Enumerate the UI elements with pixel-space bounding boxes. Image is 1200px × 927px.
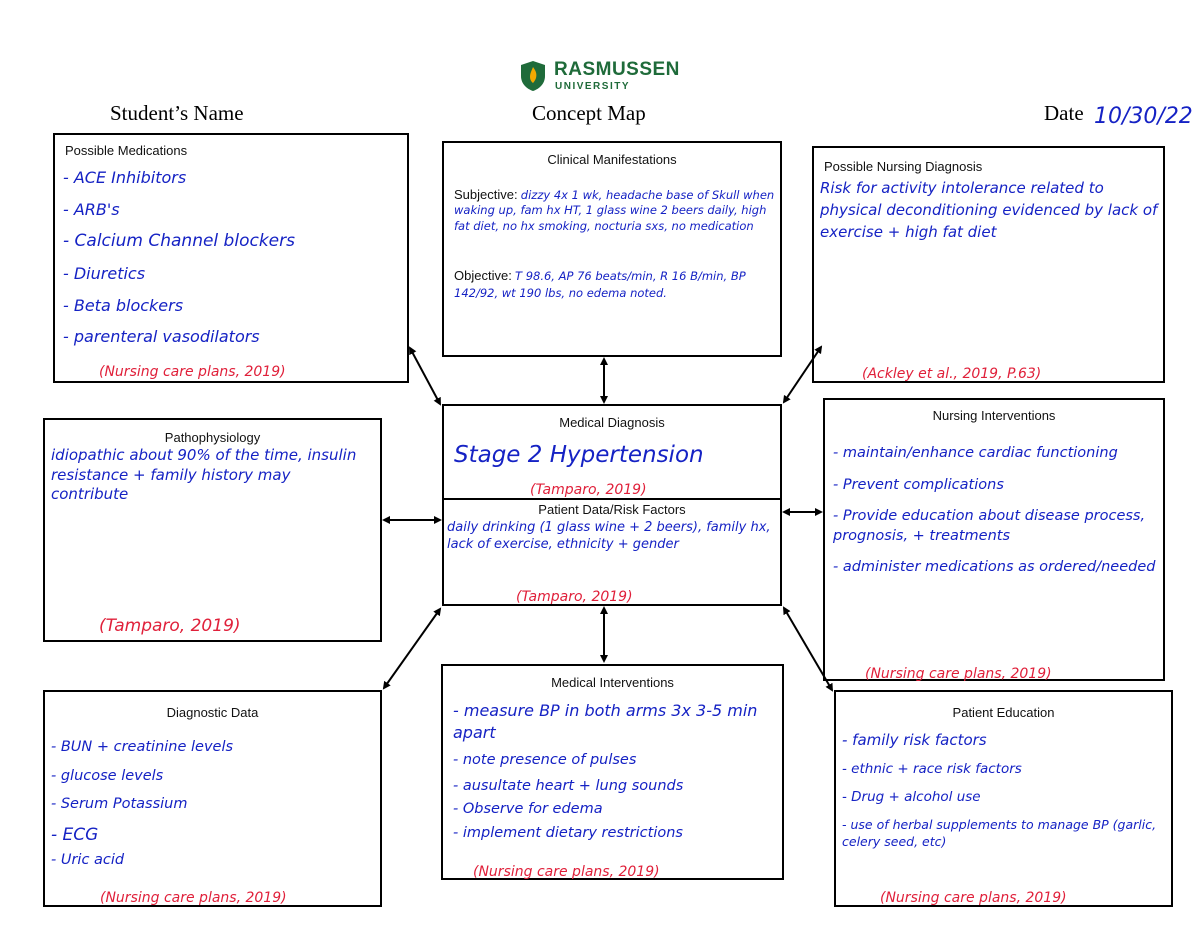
- list-item: - Calcium Channel blockers: [63, 231, 295, 252]
- diagnostic-data-box: Diagnostic Data - BUN + creatinine level…: [43, 690, 382, 907]
- medications-citation: (Nursing care plans, 2019): [99, 364, 286, 380]
- list-item: - ACE Inhibitors: [63, 168, 187, 187]
- list-item: - note presence of pulses: [453, 752, 637, 769]
- list-item: - administer medications as ordered/need…: [833, 559, 1156, 576]
- list-item: - ECG: [51, 824, 99, 845]
- patient-education-citation: (Nursing care plans, 2019): [880, 890, 1067, 906]
- arrow-medications-to-diagnosis: [409, 346, 441, 406]
- nursing-interventions-citation: (Nursing care plans, 2019): [865, 666, 1052, 682]
- list-item: - BUN + creatinine levels: [51, 739, 234, 755]
- objective-text: T 98.6, AP 76 beats/min, R 16 B/min, BP …: [454, 269, 746, 300]
- student-name-label: Student’s Name: [110, 101, 244, 125]
- list-item: - parenteral vasodilators: [63, 327, 260, 347]
- list-item: - Diuretics: [63, 264, 146, 284]
- list-item: - Drug + alcohol use: [842, 789, 981, 806]
- risk-factors-box: Patient Data/Risk Factors daily drinking…: [442, 498, 782, 606]
- list-item: - Beta blockers: [63, 295, 184, 315]
- diagnostic-data-list: - BUN + creatinine levels - glucose leve…: [51, 738, 233, 870]
- nursing-interventions-title: Nursing Interventions: [932, 408, 1056, 423]
- arrow-nursing-dx-to-diagnosis: [782, 345, 823, 404]
- nursing-interventions-list: - maintain/enhance cardiac functioning -…: [833, 444, 1159, 578]
- pathophysiology-text: idiopathic about 90% of the time, insuli…: [51, 446, 357, 503]
- objective-block: Objective: T 98.6, AP 76 beats/min, R 16…: [454, 267, 776, 302]
- arrow-diagnostic-to-risk: [382, 607, 442, 690]
- medical-interventions-box: Medical Interventions - measure BP in bo…: [441, 664, 784, 880]
- medical-diagnosis-value: Stage 2 Hypertension: [454, 442, 704, 468]
- subjective-text: dizzy 4x 1 wk, headache base of Skull wh…: [454, 188, 775, 233]
- subjective-label: Subjective:: [454, 187, 518, 202]
- possible-medications-box: Possible Medications - ACE Inhibitors - …: [53, 133, 409, 383]
- list-item: - Observe for edema: [453, 801, 603, 818]
- possible-nursing-diagnosis-box: Possible Nursing Diagnosis Risk for acti…: [812, 146, 1165, 383]
- list-item: - use of herbal supplements to manage BP…: [842, 816, 1157, 849]
- date-value: 10/30/22: [1094, 104, 1193, 129]
- clinical-manifestations-title: Clinical Manifestations: [547, 152, 677, 167]
- list-item: - family risk factors: [842, 731, 987, 749]
- list-item: - Serum Potassium: [51, 796, 188, 813]
- logo-subtext: UNIVERSITY: [555, 81, 631, 92]
- list-item: - Uric acid: [51, 851, 125, 868]
- medical-interventions-list: - measure BP in both arms 3x 3-5 min apa…: [453, 700, 779, 843]
- list-item: - Prevent complications: [833, 476, 1004, 493]
- risk-factors-title: Patient Data/Risk Factors: [538, 502, 686, 517]
- patient-education-list: - family risk factors - ethnic + race ri…: [842, 730, 1170, 850]
- medical-diagnosis-box: Medical Diagnosis Stage 2 Hypertension (…: [442, 404, 782, 500]
- pathophysiology-title: Pathophysiology: [164, 430, 261, 445]
- list-item: - glucose levels: [51, 767, 164, 784]
- medical-diagnosis-title: Medical Diagnosis: [559, 415, 665, 430]
- pathophysiology-citation: (Tamparo, 2019): [99, 616, 241, 636]
- list-item: - measure BP in both arms 3x 3-5 min apa…: [453, 701, 758, 742]
- risk-factors-citation: (Tamparo, 2019): [516, 589, 633, 605]
- list-item: - ARB's: [63, 199, 120, 219]
- concept-map-title: Concept Map: [532, 101, 646, 125]
- shield-logo-icon: [521, 61, 545, 91]
- pathophysiology-box: Pathophysiology idiopathic about 90% of …: [43, 418, 382, 642]
- diagnostic-data-citation: (Nursing care plans, 2019): [100, 890, 287, 906]
- possible-medications-title: Possible Medications: [65, 143, 188, 158]
- logo: RASMUSSEN UNIVERSITY: [520, 58, 690, 96]
- date-label: Date: [1044, 101, 1084, 125]
- possible-nursing-diagnosis-title: Possible Nursing Diagnosis: [824, 159, 983, 174]
- risk-factors-text: daily drinking (1 glass wine + 2 beers),…: [447, 520, 771, 552]
- subjective-block: Subjective: dizzy 4x 1 wk, headache base…: [454, 187, 776, 234]
- nursing-diagnosis-citation: (Ackley et al., 2019, P.63): [862, 366, 1042, 382]
- list-item: - ausultate heart + lung sounds: [453, 777, 684, 794]
- nursing-interventions-box: Nursing Interventions - maintain/enhance…: [823, 398, 1165, 682]
- logo-wordmark: RASMUSSEN: [554, 59, 680, 80]
- arrow-education-to-risk: [782, 606, 834, 692]
- list-item: - implement dietary restrictions: [453, 824, 683, 841]
- medications-list: - ACE Inhibitors - ARB's - Calcium Chann…: [63, 167, 295, 348]
- list-item: - ethnic + race risk factors: [842, 761, 1022, 778]
- list-item: - maintain/enhance cardiac functioning: [833, 445, 1118, 461]
- nursing-diagnosis-text: Risk for activity intolerance related to…: [820, 179, 1158, 241]
- patient-education-box: Patient Education - family risk factors …: [834, 690, 1173, 907]
- medical-interventions-title: Medical Interventions: [551, 675, 674, 690]
- clinical-manifestations-box: Clinical Manifestations Subjective: dizz…: [442, 141, 782, 357]
- list-item: - Provide education about disease proces…: [833, 508, 1146, 544]
- medical-interventions-citation: (Nursing care plans, 2019): [473, 864, 660, 880]
- patient-education-title: Patient Education: [952, 705, 1055, 720]
- diagnostic-data-title: Diagnostic Data: [166, 705, 259, 720]
- objective-label: Objective:: [454, 268, 512, 283]
- medical-diagnosis-citation: (Tamparo, 2019): [530, 482, 647, 498]
